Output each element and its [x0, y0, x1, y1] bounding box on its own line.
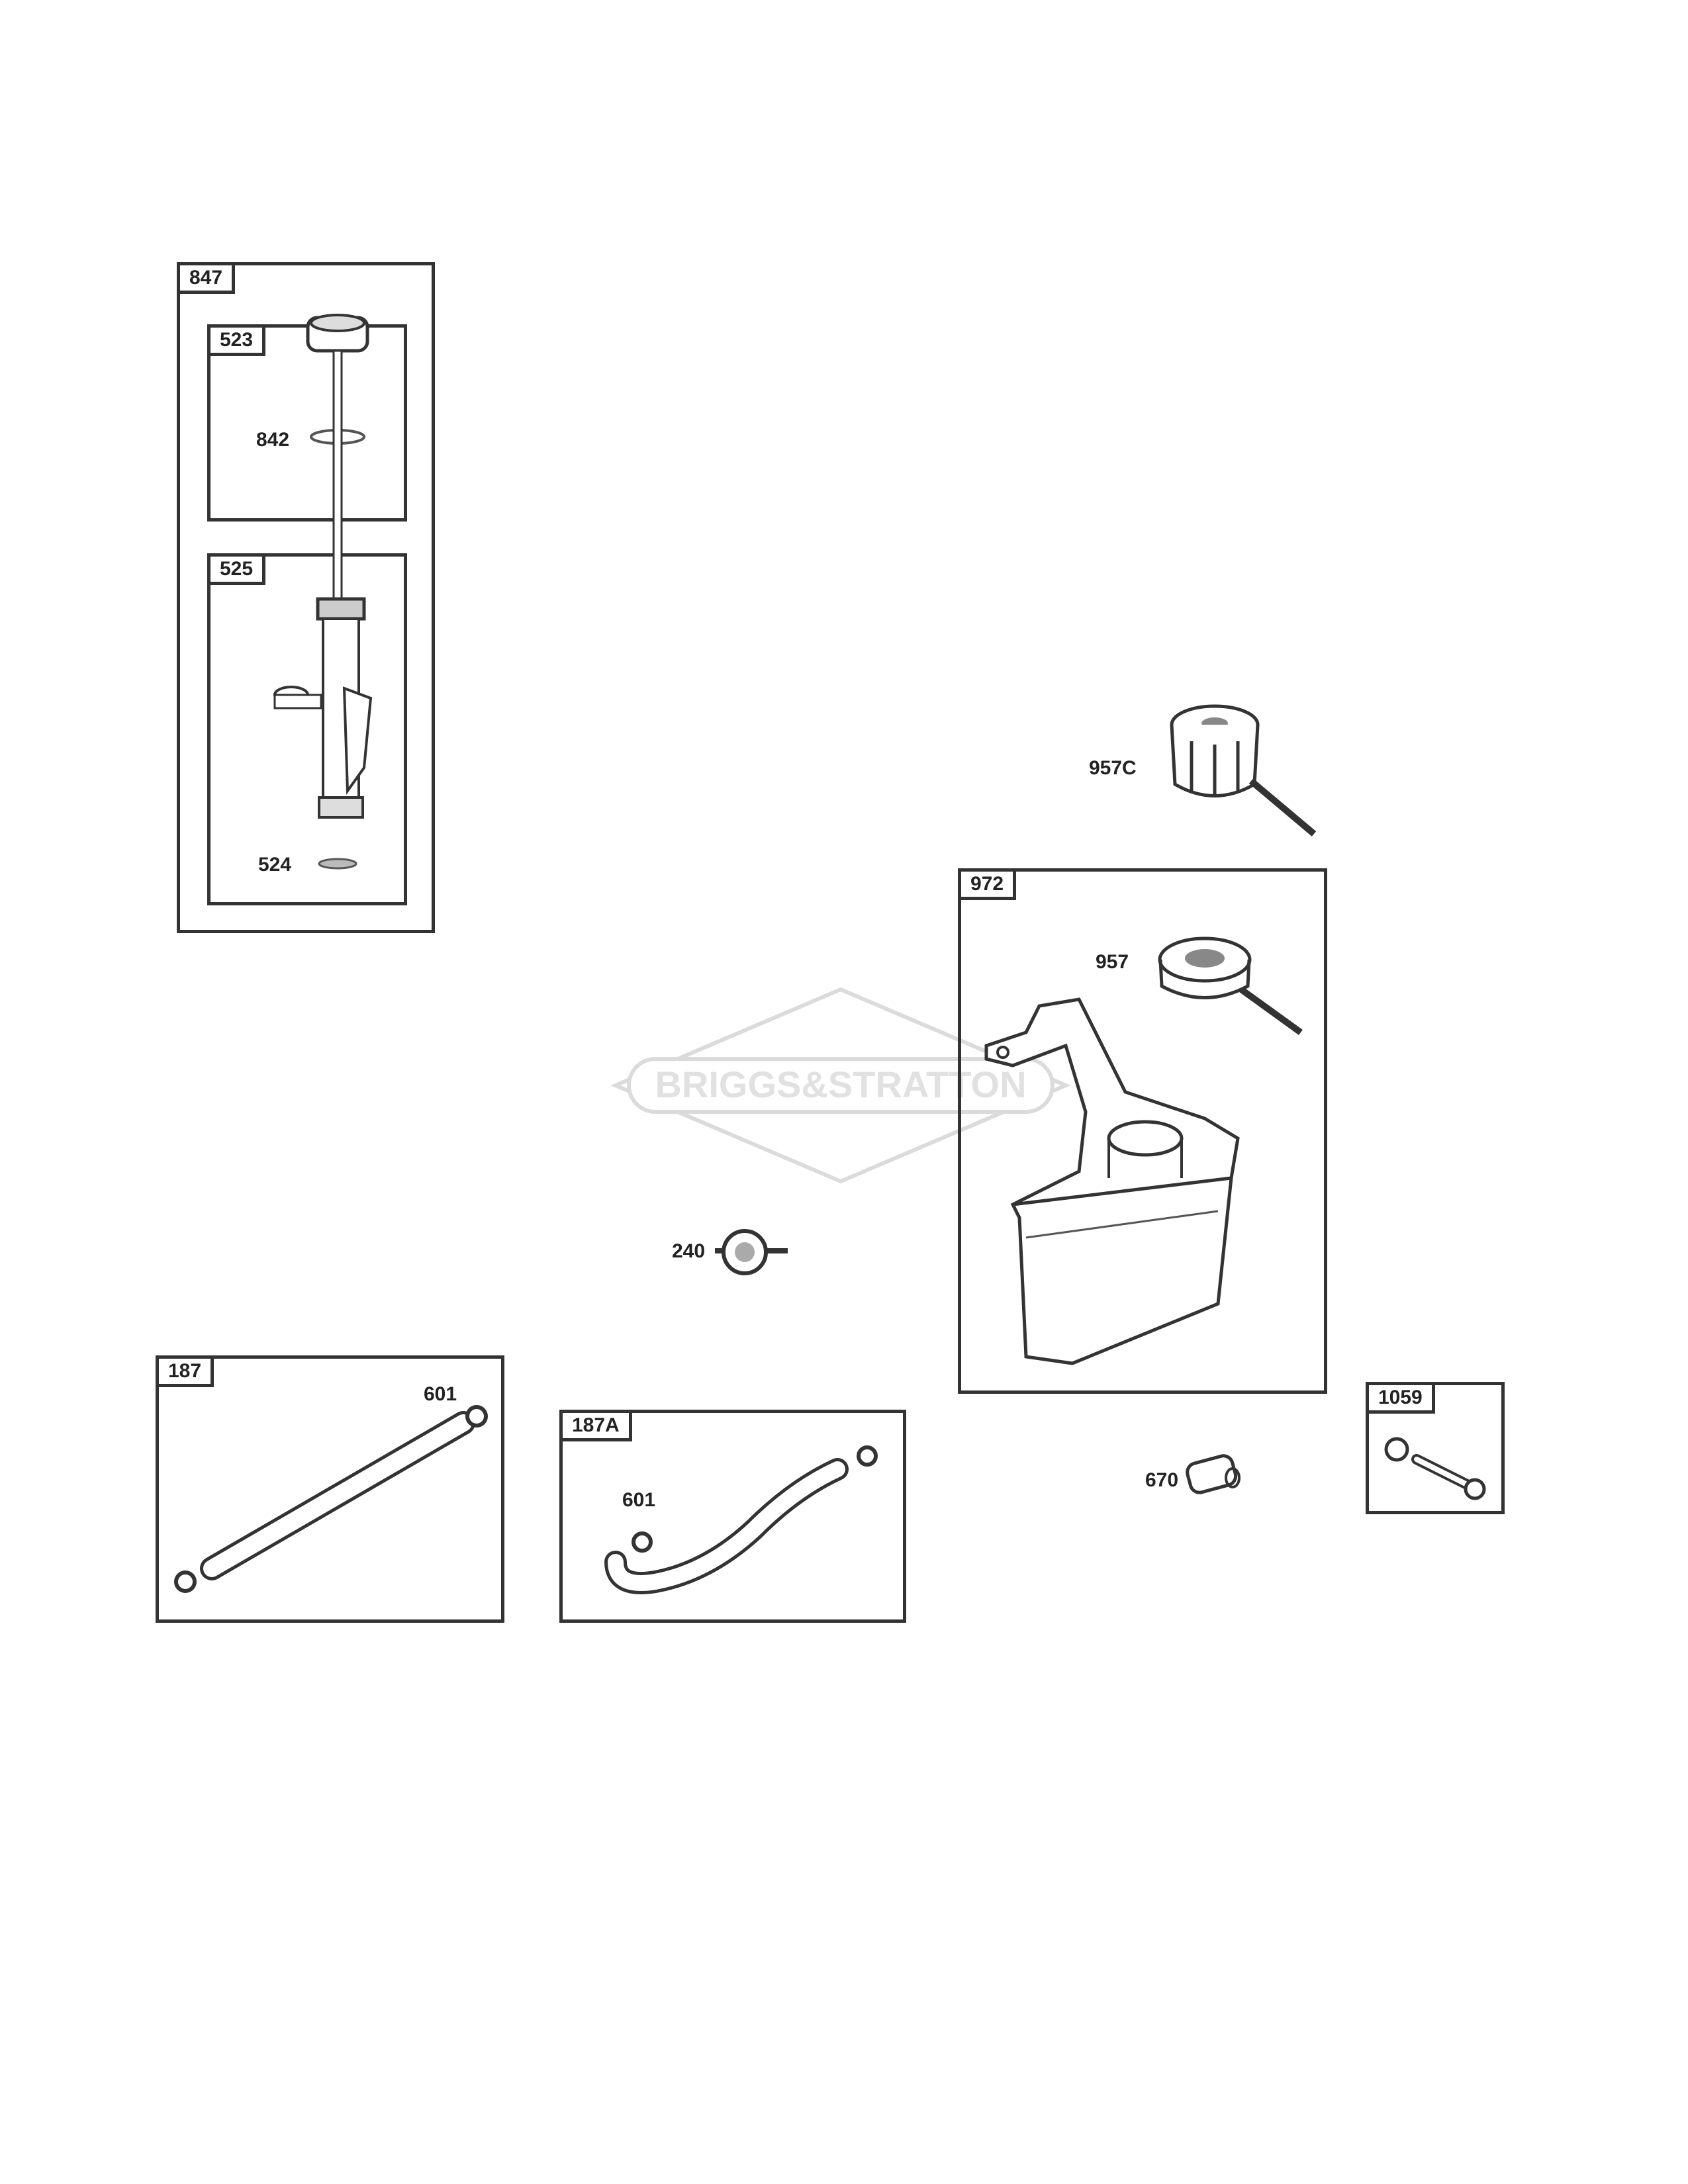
- fuel-hose-187[interactable]: [172, 1396, 490, 1602]
- spacer-670[interactable]: [1185, 1453, 1244, 1499]
- bolt-washer-1059[interactable]: [1377, 1430, 1496, 1502]
- assembly-box-525: 525: [207, 553, 407, 905]
- callout-670: 670: [1145, 1469, 1179, 1491]
- dipstick-part[interactable]: [265, 304, 397, 874]
- fuel-filter-240[interactable]: [715, 1218, 794, 1284]
- briggs-stratton-watermark-logo: BRIGGS&STRATTON: [610, 987, 1071, 1184]
- callout-842: 842: [256, 429, 290, 451]
- callout-240: 240: [672, 1240, 706, 1262]
- assembly-label-972: 972: [958, 868, 1017, 900]
- callout-957C: 957C: [1089, 757, 1137, 779]
- fuel-tank-part[interactable]: [973, 993, 1264, 1377]
- fuel-cap-957[interactable]: [1155, 933, 1314, 1046]
- callout-601: 601: [622, 1489, 656, 1511]
- assembly-box-187A: 187A: [559, 1410, 906, 1623]
- svg-text:BRIGGS&STRATTON: BRIGGS&STRATTON: [655, 1064, 1026, 1105]
- assembly-label-187A: 187A: [559, 1410, 632, 1441]
- assembly-box-187: 187: [156, 1355, 504, 1623]
- assembly-box-847: 847: [177, 262, 435, 933]
- assembly-label-525: 525: [207, 553, 266, 585]
- fuel-cap-957C[interactable]: [1165, 702, 1324, 854]
- assembly-box-972: 972: [958, 868, 1327, 1394]
- assembly-label-187: 187: [156, 1355, 214, 1387]
- callout-957: 957: [1096, 951, 1129, 973]
- callout-524: 524: [258, 854, 292, 876]
- assembly-box-1059: 1059: [1366, 1382, 1505, 1514]
- assembly-label-1059: 1059: [1366, 1382, 1435, 1414]
- assembly-label-847: 847: [177, 262, 236, 294]
- callout-601: 601: [424, 1383, 457, 1405]
- fuel-hose-187A[interactable]: [576, 1430, 894, 1608]
- assembly-label-523: 523: [207, 324, 266, 356]
